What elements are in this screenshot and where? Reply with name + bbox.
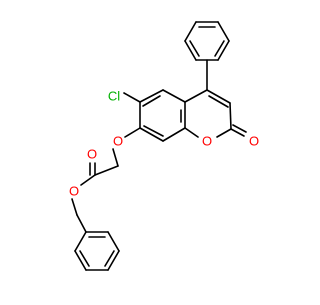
- phenyl-ring-top: [184, 21, 230, 61]
- bond-oester-ch2: [71, 198, 78, 216]
- atom-label-ether-oxygen: O: [113, 134, 123, 149]
- atom-labels: Cl O O O O O: [69, 89, 259, 199]
- atom-label-lactone-carbonyl-oxygen: O: [249, 134, 259, 149]
- phenyl-ring-bottom: [74, 231, 120, 271]
- bond-c-cl: [123, 92, 141, 103]
- bonds: [71, 21, 247, 271]
- benzo-ring: [139, 89, 186, 142]
- bond-lactone-carbonyl-b: [232, 124, 247, 133]
- atom-label-ester-oxygen: O: [69, 184, 79, 199]
- bond-c-oester: [80, 174, 96, 186]
- atom-label-ring-oxygen: O: [202, 134, 212, 149]
- atom-label-chlorine: Cl: [108, 89, 120, 104]
- bond-ch2-carbonyl: [94, 165, 119, 176]
- bond-ch2-phenyl: [76, 214, 87, 233]
- molecule-structure: Cl O O O O O: [69, 21, 259, 271]
- structure-canvas: Cl O O O O O: [69, 21, 259, 271]
- bond-o-ch2: [112, 148, 119, 167]
- pyranone-ring: [184, 89, 232, 138]
- bond-c7-o: [124, 127, 141, 138]
- atom-label-ester-carbonyl-oxygen: O: [87, 147, 97, 162]
- bond-lactone-carbonyl-a: [230, 128, 245, 137]
